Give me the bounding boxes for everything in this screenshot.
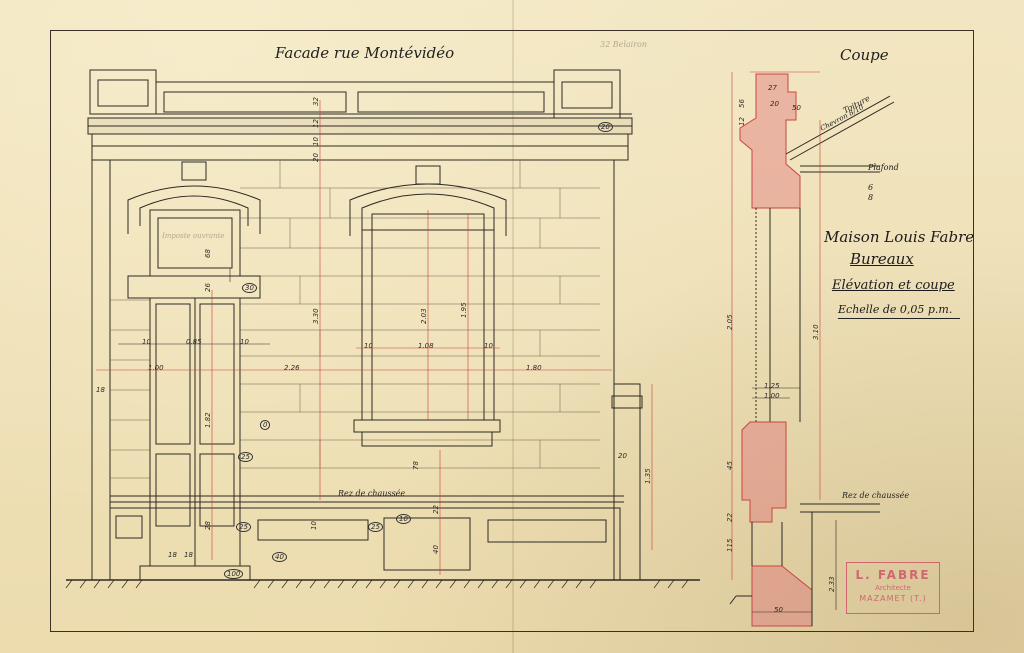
door-arch xyxy=(127,185,261,234)
dim-1-00: 1.00 xyxy=(148,364,164,372)
marker-10: 10 xyxy=(396,514,411,524)
title-block-use: Bureaux xyxy=(850,250,914,268)
title-block-subject: Elévation et coupe xyxy=(832,278,955,293)
dim-c-45: 45 xyxy=(726,461,734,470)
dim-10t: 10 xyxy=(312,137,320,146)
note-rez-chaussee-coupe: Rez de chaussée xyxy=(842,491,910,500)
drawing-frame xyxy=(50,30,974,632)
dim-c-56: 56 xyxy=(738,99,746,108)
marker-25c: 25 xyxy=(368,522,383,532)
dim-22: 22 xyxy=(432,505,440,514)
dim-2-03: 2.03 xyxy=(420,308,428,324)
section-title: Coupe xyxy=(840,46,889,64)
section-foundation xyxy=(751,565,813,627)
section-sill xyxy=(741,421,787,523)
dim-2-26: 2.26 xyxy=(284,364,300,372)
dim-c-12: 12 xyxy=(738,117,746,126)
paper-fold xyxy=(512,0,514,653)
marker-25a: 25 xyxy=(238,452,253,462)
dim-c-2-33: 2.33 xyxy=(828,576,836,592)
dim-20b: 20 xyxy=(312,153,320,162)
marker-40: 40 xyxy=(272,552,287,562)
dim-28: 28 xyxy=(204,521,212,530)
title-block-scale: Echelle de 0,05 p.m. xyxy=(838,303,960,319)
note-rez-chaussee-facade: Rez de chaussée xyxy=(338,489,406,498)
pencil-margin-note: 32 Belairon xyxy=(600,40,648,49)
dim-32: 32 xyxy=(312,97,320,106)
pilaster xyxy=(613,383,641,581)
dim-26a: 26 xyxy=(204,283,212,292)
marker-20: 20 xyxy=(598,122,613,132)
dim-78: 78 xyxy=(412,461,420,470)
note-ratio-bottom: 8 xyxy=(868,193,874,202)
parapet-left xyxy=(89,69,157,115)
dim-10a: 10 xyxy=(142,338,151,346)
dim-1-95: 1.95 xyxy=(460,302,468,318)
dim-c-115: 115 xyxy=(726,538,734,552)
dim-0-85: 0.85 xyxy=(186,338,202,346)
stamp-city: MAZAMET (T.) xyxy=(859,594,927,603)
dim-c-22: 22 xyxy=(726,513,734,522)
note-ratio-top: 6 xyxy=(868,183,874,192)
dim-12: 12 xyxy=(312,119,320,128)
dim-10d: 10 xyxy=(484,342,493,350)
door-transom xyxy=(149,209,241,277)
dim-3-30: 3.30 xyxy=(312,308,320,324)
plinth xyxy=(109,507,621,581)
dim-18: 18 xyxy=(96,386,105,394)
dim-c-2-05: 2.05 xyxy=(726,314,734,330)
marker-30: 30 xyxy=(242,283,257,293)
dim-18b: 18 xyxy=(168,551,177,559)
dim-18c: 18 xyxy=(184,551,193,559)
dim-c-3-10: 3.10 xyxy=(812,324,820,340)
note-imposte: Imposte ouvrante xyxy=(162,232,225,240)
dim-1-82: 1.82 xyxy=(204,412,212,428)
dim-1-80: 1.80 xyxy=(526,364,542,372)
dim-10b: 10 xyxy=(240,338,249,346)
facade-title: Facade rue Montévidéo xyxy=(275,44,455,62)
dim-1-08: 1.08 xyxy=(418,342,434,350)
parapet-right xyxy=(553,69,621,119)
dim-c-1-00: 1.00 xyxy=(764,392,780,400)
dim-c-50b: 50 xyxy=(774,606,783,614)
window-sill xyxy=(353,419,501,433)
section-coping xyxy=(739,73,801,209)
dim-1-35: 1.35 xyxy=(644,468,652,484)
stamp-name: L. FABRE xyxy=(855,568,931,582)
dim-c-27: 27 xyxy=(768,84,777,92)
dim-c-50a: 50 xyxy=(792,104,801,112)
marker-100: 100 xyxy=(224,569,244,579)
parapet-band xyxy=(155,81,555,115)
dim-20a: 20 xyxy=(618,452,627,460)
dim-10c: 10 xyxy=(364,342,373,350)
dim-c-1-25: 1.25 xyxy=(764,382,780,390)
dim-c-20: 20 xyxy=(770,100,779,108)
dim-68: 68 xyxy=(204,249,212,258)
dim-40: 40 xyxy=(432,545,440,554)
dim-10s: 10 xyxy=(310,521,318,530)
note-plafond: Plafond xyxy=(868,163,899,172)
title-block: Maison Louis Fabre Bureaux Elévation et … xyxy=(820,228,975,319)
title-block-owner: Maison Louis Fabre xyxy=(824,228,975,246)
architect-stamp: L. FABRE Architecte MAZAMET (T.) xyxy=(846,562,940,614)
marker-25b: 25 xyxy=(236,522,251,532)
stamp-role: Architecte xyxy=(875,584,911,592)
marker-0: 0 xyxy=(260,420,271,430)
